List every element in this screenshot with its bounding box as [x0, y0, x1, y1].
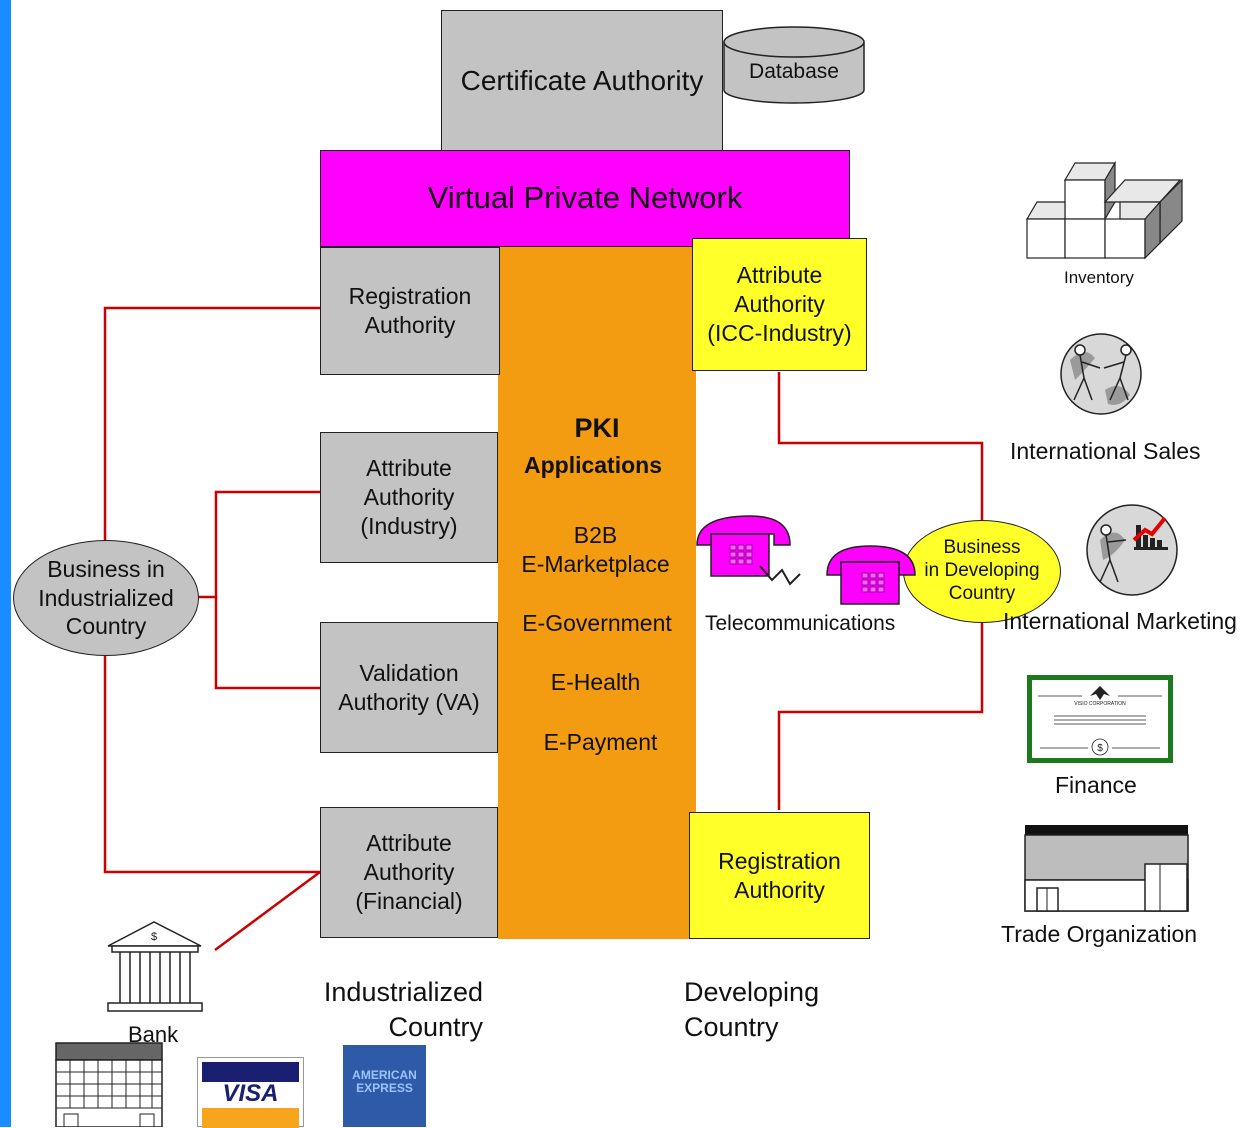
left-accent-bar	[0, 0, 11, 1127]
connector-line	[196, 490, 320, 599]
business-industrialized-label: Business in Industrialized Country	[38, 555, 174, 640]
international-sales-label: International Sales	[1010, 438, 1201, 464]
attribute-authority-financial: Attribute Authority (Financial)	[320, 807, 498, 938]
vpn-box: Virtual Private Network	[320, 150, 850, 247]
trade-organization-label: Trade Organization	[1001, 921, 1198, 947]
pki-item-egov: E-Government	[522, 610, 672, 636]
telecommunications-label: Telecommunications	[705, 612, 896, 635]
pki-item-b2b: B2B E-Marketplace	[521, 522, 670, 577]
connector-line	[214, 870, 321, 952]
international-marketing-label: International Marketing	[1003, 608, 1237, 634]
finance-certificate-icon: $ VISIO CORPORATION	[1027, 675, 1173, 763]
vpn-label: Virtual Private Network	[427, 180, 743, 216]
industrialized-country-label: Industrialized Country	[323, 977, 483, 1043]
business-developing-ellipse: Business in Developing Country	[903, 520, 1061, 623]
finance-certificate-text: VISIO CORPORATION	[1074, 701, 1126, 707]
finance-label: Finance	[1055, 772, 1137, 798]
eagle-icon: $	[1038, 686, 1162, 756]
amex-label: AMERICAN EXPRESS	[352, 1068, 417, 1096]
connector-line	[777, 620, 984, 810]
pki-subtitle: Applications	[523, 452, 662, 478]
connector-line	[214, 597, 320, 690]
registration-authority-left: Registration Authority	[320, 247, 500, 375]
connector-line	[103, 306, 320, 546]
visa-label: VISA	[222, 1080, 279, 1107]
developing-country-label: Developing Country	[684, 977, 820, 1043]
pki-title: PKI	[574, 413, 620, 443]
certificate-authority-label: Certificate Authority	[460, 65, 704, 96]
amex-card-icon: AMERICAN EXPRESS	[343, 1045, 426, 1127]
registration-authority-right: Registration Authority	[689, 812, 870, 939]
pki-item-ehealth: E-Health	[550, 669, 641, 695]
attribute-authority-industry: Attribute Authority (Industry)	[320, 432, 498, 563]
validation-authority: Validation Authority (VA)	[320, 622, 498, 753]
registration-authority-left-label: Registration Authority	[348, 283, 472, 338]
attribute-authority-icc-label: Attribute Authority (ICC-Industry)	[707, 262, 852, 346]
attribute-authority-industry-label: Attribute Authority (Industry)	[360, 455, 458, 539]
registration-authority-right-label: Registration Authority	[718, 847, 841, 903]
svg-text:$: $	[151, 931, 157, 943]
pki-column	[498, 247, 696, 939]
connector-line	[777, 372, 984, 520]
attribute-authority-financial-label: Attribute Authority (Financial)	[355, 830, 463, 914]
pki-item-epayment: E-Payment	[543, 729, 658, 755]
validation-authority-label: Validation Authority (VA)	[338, 659, 480, 715]
inventory-label: Inventory	[1064, 268, 1134, 287]
connector-line	[103, 656, 320, 874]
svg-text:$: $	[1097, 743, 1103, 754]
business-developing-label: Business in Developing Country	[924, 537, 1040, 604]
business-industrialized-ellipse: Business in Industrialized Country	[13, 540, 199, 656]
attribute-authority-icc: Attribute Authority (ICC-Industry)	[692, 238, 867, 371]
database-label: Database	[749, 60, 839, 83]
